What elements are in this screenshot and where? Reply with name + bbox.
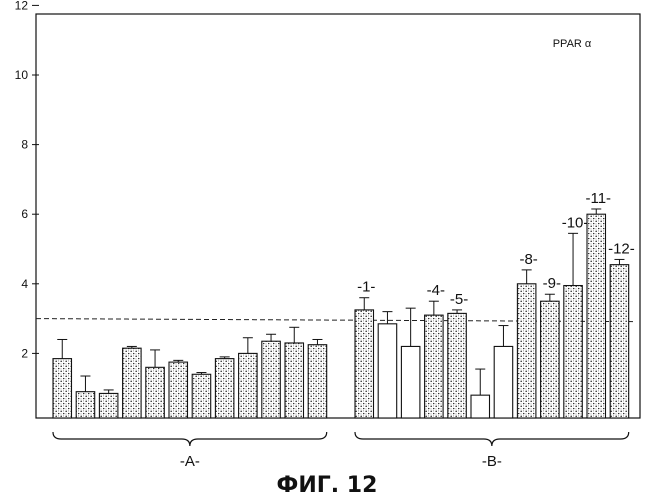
y-tick-label: 8 — [21, 138, 28, 152]
bar — [239, 353, 258, 418]
bar — [146, 367, 165, 418]
y-tick-label: 10 — [15, 68, 29, 82]
bar — [76, 392, 95, 418]
bar — [610, 265, 629, 418]
group-label: -B- — [482, 453, 502, 470]
ppar-annotation: PPAR α — [553, 38, 592, 50]
bar — [308, 345, 327, 418]
bar-label: -5- — [450, 291, 468, 308]
bar — [517, 284, 536, 418]
bar-label: -12- — [608, 240, 635, 257]
y-tick-label: 2 — [21, 346, 28, 360]
bar — [123, 348, 142, 418]
bar — [587, 214, 606, 418]
group-brace — [355, 432, 629, 446]
bars: -1- -4- -5- -8- -9- -10- -11- -12- — [53, 190, 635, 418]
y-tick-label: 4 — [21, 277, 28, 291]
y-axis: 2 4 6 8 10 12 — [15, 0, 39, 360]
bar-label: -8- — [519, 251, 537, 268]
bar-label: -1- — [357, 279, 375, 296]
bar — [355, 310, 374, 418]
bar — [99, 393, 118, 418]
group-label: -A- — [180, 453, 200, 470]
bar — [53, 359, 72, 418]
bar — [425, 315, 444, 418]
bar — [192, 374, 211, 418]
y-tick-label: 12 — [15, 0, 29, 12]
bar — [169, 362, 188, 418]
y-tick-label: 6 — [21, 207, 28, 221]
bar — [378, 324, 397, 418]
bar — [215, 359, 234, 418]
bar-label: -10- — [562, 214, 589, 231]
group-brace — [53, 432, 327, 446]
bar — [541, 301, 560, 418]
group-braces: -A- -B- — [53, 432, 629, 470]
bar — [262, 341, 281, 418]
bar — [401, 346, 420, 418]
bar — [448, 313, 467, 418]
bar-label: -9- — [543, 275, 561, 292]
bar-label: -11- — [585, 190, 611, 207]
bar — [471, 395, 490, 418]
figure-title: ФИГ. 12 — [277, 473, 378, 498]
bar — [494, 346, 513, 418]
bar — [285, 343, 304, 418]
bar-label: -4- — [427, 282, 445, 299]
bar — [564, 286, 583, 418]
